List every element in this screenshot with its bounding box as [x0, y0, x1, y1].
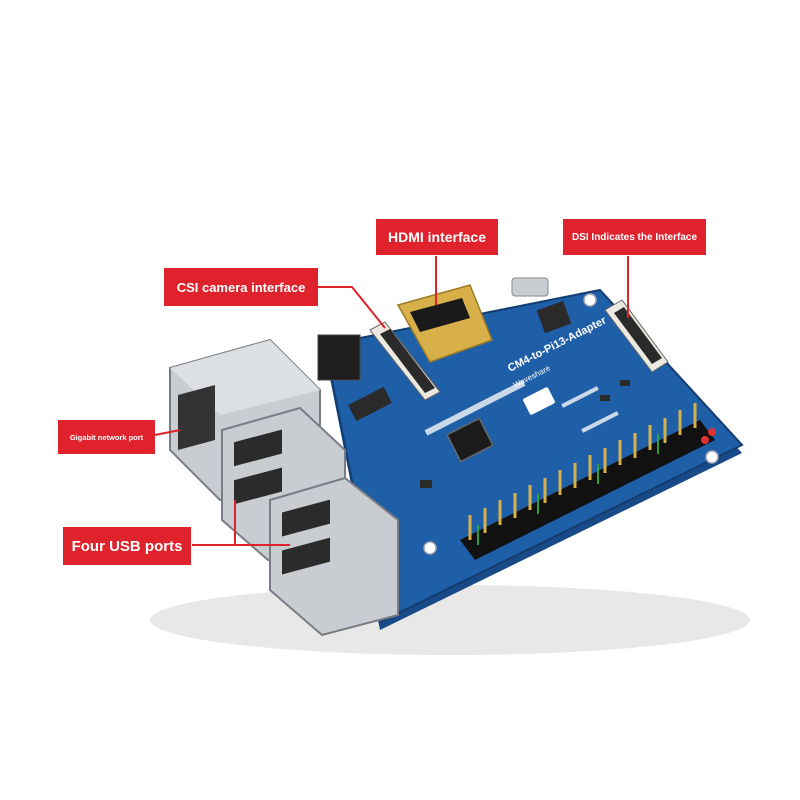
csi-camera-interface-callout: CSI camera interface [164, 268, 318, 306]
gigabit-leader-line [154, 429, 181, 436]
gpio-header [460, 403, 716, 560]
hdmi-connector [396, 284, 493, 363]
csi-leader-line [318, 286, 386, 329]
main-chip [446, 417, 494, 463]
usb-port-stack-lower [269, 476, 399, 637]
dsi-connector [604, 299, 669, 373]
waveshare-logo [523, 387, 555, 415]
micro-usb-connector [511, 277, 549, 297]
gigabit-network-port-callout: Gigabit network port [58, 420, 155, 454]
callout-leader-lines [154, 256, 629, 546]
csi-connector [369, 321, 441, 401]
smd-components [348, 300, 630, 488]
audio-jack [317, 334, 361, 381]
dsi-interface-callout: DSI Indicates the Interface [563, 219, 706, 255]
four-usb-ports-callout: Four USB ports [63, 527, 191, 565]
hdmi-interface-callout: HDMI interface [376, 219, 498, 255]
